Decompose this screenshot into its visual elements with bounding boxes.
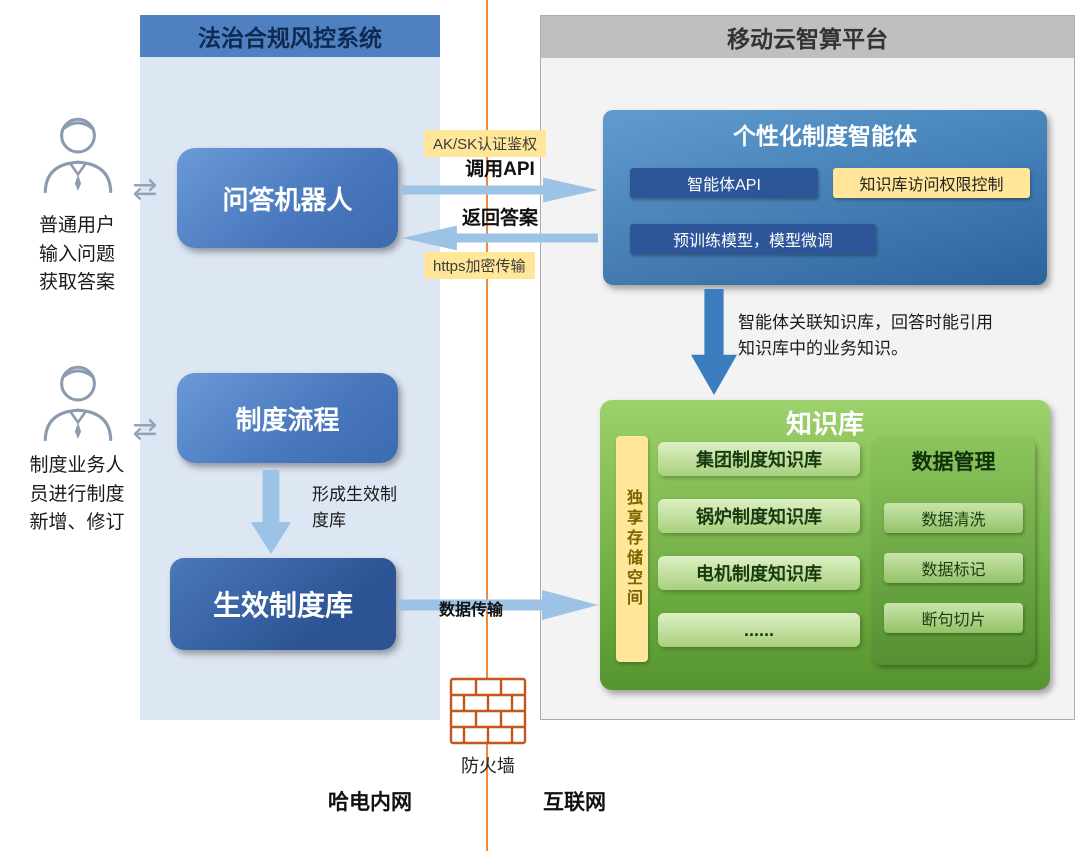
- kb-item-motor: 电机制度知识库: [658, 556, 860, 590]
- return-answer-label: 返回答案: [461, 208, 538, 229]
- exchange-arrow-icon: ⇄: [132, 413, 158, 446]
- kb-item-boiler: 锅炉制度知识库: [658, 499, 860, 533]
- kb-item-more: ......: [658, 613, 860, 647]
- kb-access-control-chip: 知识库访问权限控制: [833, 168, 1030, 198]
- agent-box: 个性化制度智能体 智能体API 知识库访问权限控制 预训练模型，模型微调: [603, 110, 1047, 285]
- data-labeling-chip: 数据标记: [884, 553, 1023, 583]
- left-panel-title: 法治合规风控系统: [140, 15, 440, 57]
- data-cleaning-chip: 数据清洗: [884, 503, 1023, 533]
- ordinary-user-icon: [32, 108, 124, 200]
- agent-api-chip: 智能体API: [630, 168, 818, 198]
- data-transfer-label: 数据传输: [438, 602, 503, 619]
- business-user-icon: [32, 356, 124, 448]
- intranet-label: 哈电内网: [328, 791, 412, 814]
- person-icon: [43, 365, 113, 441]
- pretrained-model-chip: 预训练模型，模型微调: [630, 224, 876, 254]
- person-icon: [43, 117, 113, 193]
- kb-item-group: 集团制度知识库: [658, 442, 860, 476]
- firewall-label: 防火墙: [461, 756, 515, 776]
- form-library-note: 形成生效制 度库: [312, 485, 397, 531]
- kb-title: 知识库: [785, 408, 864, 439]
- process-box: 制度流程: [177, 373, 398, 463]
- network-boundary-line: [486, 0, 488, 851]
- effective-library-box: 生效制度库: [170, 558, 396, 650]
- business-user-caption: 制度业务人 员进行制度 新增、修订: [29, 455, 125, 533]
- agent-kb-note: 智能体关联知识库，回答时能引用 知识库中的业务知识。: [738, 313, 993, 359]
- firewall-icon: [448, 674, 528, 748]
- ordinary-user-caption: 普通用户 输入问题 获取答案: [38, 215, 115, 293]
- internet-label: 互联网: [543, 791, 606, 814]
- data-management-title: 数据管理: [911, 451, 996, 474]
- data-management-box: 数据管理 数据清洗 数据标记 断句切片: [872, 437, 1035, 665]
- https-label: https加密传输: [424, 252, 535, 279]
- aksk-auth-label: AK/SK认证鉴权: [424, 130, 547, 157]
- right-panel-title: 移动云智算平台: [541, 16, 1074, 58]
- knowledge-base-box: 知识库 独享存储空间 集团制度知识库 锅炉制度知识库 电机制度知识库 .....…: [600, 400, 1050, 690]
- qa-bot-box: 问答机器人: [177, 148, 398, 248]
- sentence-slicing-chip: 断句切片: [884, 603, 1023, 633]
- brick-wall-icon: [449, 677, 527, 745]
- agent-title: 个性化制度智能体: [733, 123, 917, 149]
- exchange-arrow-icon: ⇄: [132, 173, 158, 206]
- call-api-label: 调用API: [465, 159, 535, 180]
- exclusive-storage-strip: 独享存储空间: [616, 436, 648, 662]
